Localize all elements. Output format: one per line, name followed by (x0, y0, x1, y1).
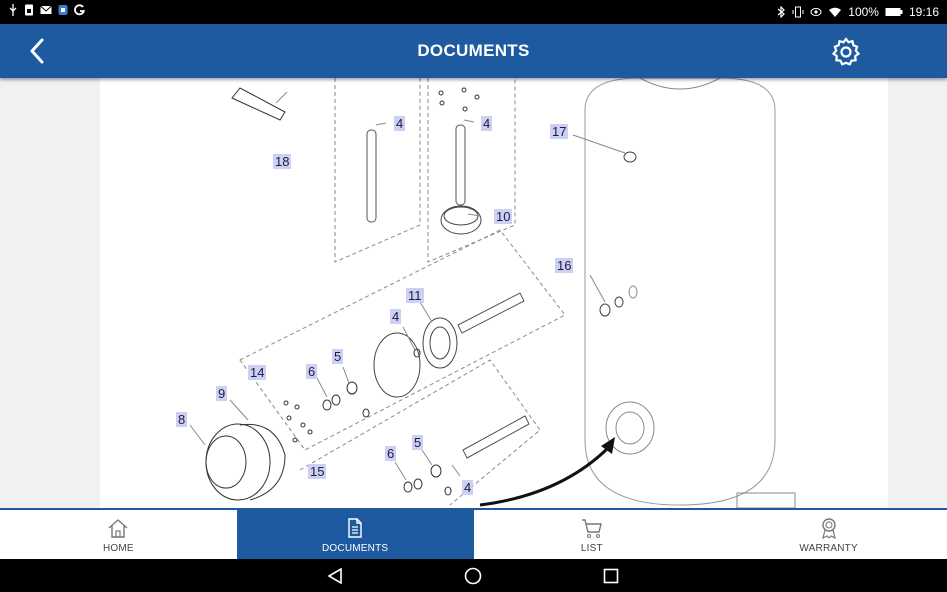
back-button[interactable] (22, 35, 54, 67)
battery-icon (885, 8, 903, 16)
tab-warranty[interactable]: WARRANTY (710, 510, 947, 559)
callout-label[interactable]: 4 (394, 116, 406, 131)
back-triangle-icon (327, 567, 342, 585)
home-icon (108, 519, 128, 538)
callout-label[interactable]: 10 (494, 209, 513, 224)
callout-label[interactable]: 11 (406, 288, 424, 303)
callout-label[interactable]: 8 (176, 412, 188, 427)
callout-label[interactable]: 6 (306, 364, 318, 379)
award-icon (821, 518, 836, 539)
status-bar: 100% 19:16 (0, 0, 947, 24)
home-circle-icon (464, 567, 482, 585)
document-icon (348, 518, 362, 538)
system-recents-button[interactable] (601, 566, 621, 586)
mail-icon (40, 5, 52, 14)
system-back-button[interactable] (325, 566, 345, 586)
exploded-view-drawing (189, 78, 796, 508)
callout-label[interactable]: 4 (390, 309, 402, 324)
bottom-navigation: HOME DOCUMENTS LIST WARRANTY (0, 508, 947, 559)
callout-label[interactable]: 15 (308, 464, 327, 479)
callout-label[interactable]: 5 (332, 349, 344, 364)
page-title: DOCUMENTS (417, 41, 530, 60)
tab-home[interactable]: HOME (0, 510, 237, 559)
document-viewer[interactable]: 18 4 4 17 10 16 11 4 5 14 6 9 8 5 6 15 4 (0, 78, 947, 508)
google-icon (74, 4, 85, 16)
callout-label[interactable]: 6 (385, 446, 397, 461)
callout-label[interactable]: 5 (412, 435, 424, 450)
usb-icon (9, 4, 17, 16)
tab-label: WARRANTY (799, 543, 858, 554)
system-home-button[interactable] (463, 566, 483, 586)
sim-icon (25, 4, 33, 16)
status-left-icons (8, 4, 85, 16)
battery-percent: 100% (848, 5, 879, 19)
tab-label: LIST (580, 543, 603, 554)
callout-label[interactable]: 18 (273, 154, 292, 169)
callout-label[interactable]: 9 (216, 386, 228, 401)
parts-diagram[interactable]: 18 4 4 17 10 16 11 4 5 14 6 9 8 5 6 15 4 (100, 78, 888, 508)
eye-icon (810, 8, 822, 16)
wifi-icon (829, 7, 842, 17)
callout-label[interactable]: 14 (248, 365, 267, 380)
shield-icon (58, 5, 68, 15)
tab-list[interactable]: LIST (474, 510, 711, 559)
callout-label[interactable]: 4 (481, 116, 493, 131)
app-header: DOCUMENTS (0, 24, 947, 78)
callout-label[interactable]: 16 (555, 258, 574, 273)
chevron-left-icon (30, 38, 44, 64)
tab-label: DOCUMENTS (322, 543, 389, 554)
cart-icon (581, 519, 602, 538)
callout-label[interactable]: 4 (462, 480, 474, 495)
tab-documents[interactable]: DOCUMENTS (236, 510, 474, 559)
settings-button[interactable] (830, 36, 862, 68)
system-navigation-bar (0, 559, 947, 592)
vibrate-icon (792, 6, 804, 18)
tab-label: HOME (102, 543, 134, 554)
bluetooth-icon (777, 6, 786, 18)
clock: 19:16 (908, 5, 939, 19)
status-right-icons: 100% 19:16 (776, 4, 939, 20)
gear-icon (831, 37, 861, 66)
callout-label[interactable]: 17 (550, 124, 569, 139)
recents-square-icon (603, 568, 619, 584)
